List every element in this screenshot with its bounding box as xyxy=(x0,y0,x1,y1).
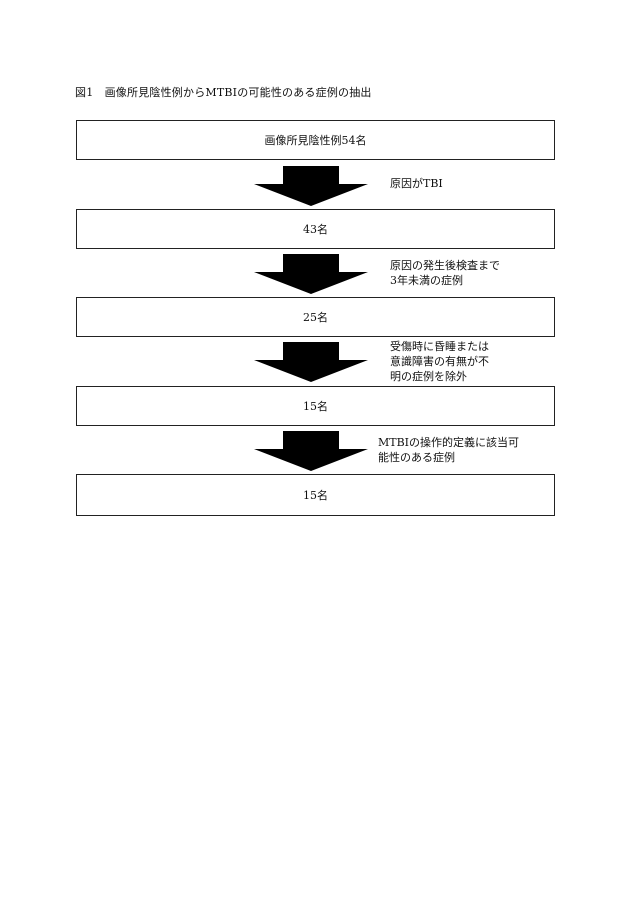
flow-box-step1: 43名 xyxy=(76,209,555,249)
flow-box-step2: 25名 xyxy=(76,297,555,337)
step-note-line: 能性のある症例 xyxy=(378,451,455,464)
flow-box-label: 15名 xyxy=(303,489,328,502)
step-note-2: 原因の発生後検査まで 3年未満の症例 xyxy=(390,258,500,288)
step-note-line: 受傷時に昏睡または xyxy=(390,340,489,353)
step-note-1: 原因がTBI xyxy=(390,176,443,191)
down-arrow-icon xyxy=(254,254,368,294)
step-note-4: MTBIの操作的定義に該当可 能性のある症例 xyxy=(378,435,519,465)
flow-box-label: 25名 xyxy=(303,311,328,324)
step-note-line: MTBIの操作的定義に該当可 xyxy=(378,436,520,449)
flow-box-label: 画像所見陰性例54名 xyxy=(264,134,367,147)
step-note-line: 原因がTBI xyxy=(390,177,443,190)
step-note-line: 意識障害の有無が不 xyxy=(390,355,489,368)
step-note-line: 明の症例を除外 xyxy=(390,370,467,383)
flow-box-label: 15名 xyxy=(303,400,328,413)
step-note-line: 原因の発生後検査まで xyxy=(390,259,500,272)
flow-box-final: 15名 xyxy=(76,474,555,516)
flow-box-step3: 15名 xyxy=(76,386,555,426)
step-note-line: 3年未満の症例 xyxy=(390,274,463,287)
down-arrow-icon xyxy=(254,342,368,382)
down-arrow-icon xyxy=(254,166,368,206)
down-arrow-icon xyxy=(254,431,368,471)
flow-box-initial: 画像所見陰性例54名 xyxy=(76,120,555,160)
flow-box-label: 43名 xyxy=(303,223,328,236)
figure-title: 図1 画像所見陰性例からMTBIの可能性のある症例の抽出 xyxy=(75,86,372,99)
step-note-3: 受傷時に昏睡または 意識障害の有無が不 明の症例を除外 xyxy=(390,339,489,384)
